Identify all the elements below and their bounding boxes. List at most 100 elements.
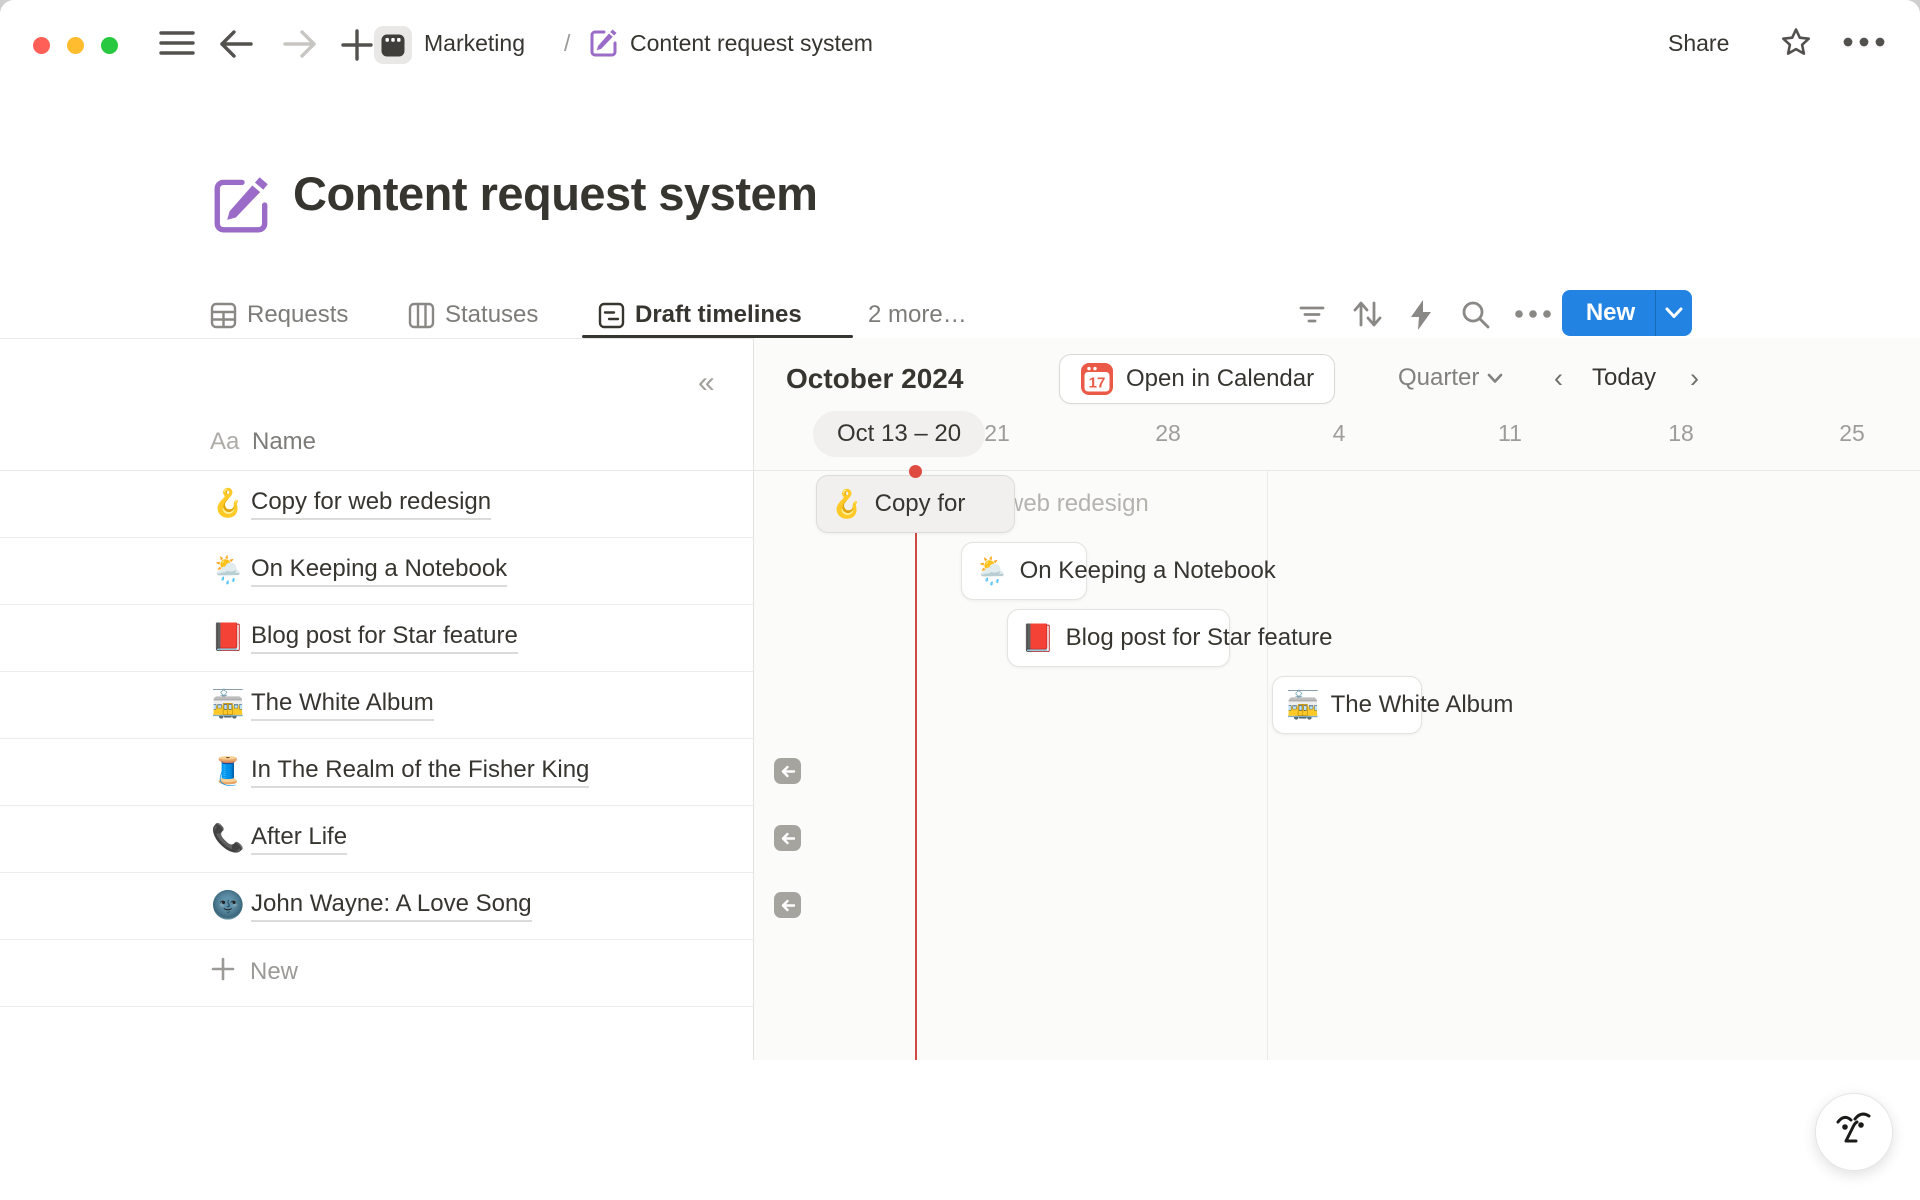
scroll-to-bar-left-icon[interactable] <box>774 758 801 784</box>
timeline-prev-button[interactable]: ‹ <box>1554 363 1563 393</box>
breadcrumb-page[interactable]: Content request system <box>630 30 873 56</box>
list-item[interactable]: 📞 After Life <box>0 805 753 873</box>
item-title[interactable]: In The Realm of the Fisher King <box>251 756 590 788</box>
bar-emoji: 🚋 <box>1286 690 1320 720</box>
item-title[interactable]: After Life <box>251 823 348 855</box>
back-icon[interactable] <box>218 28 254 60</box>
page-title: Content request system <box>293 167 818 220</box>
panel-divider[interactable] <box>753 338 754 1060</box>
item-title[interactable]: John Wayne: A Love Song <box>251 890 532 922</box>
zoom-window-button[interactable] <box>101 37 118 54</box>
new-page-icon[interactable] <box>340 28 374 62</box>
today-line <box>915 477 917 1060</box>
bar-overflow-text: web redesign <box>1006 490 1149 517</box>
item-emoji: 🌦️ <box>211 555 245 585</box>
breadcrumb-separator: / <box>564 30 571 56</box>
new-button[interactable]: New <box>1562 290 1692 336</box>
timeline-bar[interactable]: 🪝 Copy for <box>816 475 1015 533</box>
notion-ai-button[interactable] <box>1815 1093 1893 1171</box>
zoom-level-label: Quarter <box>1398 364 1480 391</box>
automation-lightning-icon[interactable] <box>1408 299 1434 331</box>
list-item[interactable]: 📕 Blog post for Star feature <box>0 604 753 672</box>
collapse-panel-icon[interactable]: « <box>698 366 715 399</box>
item-emoji: 📞 <box>211 823 245 853</box>
page-icon-compose[interactable] <box>209 170 275 236</box>
item-emoji: 🚋 <box>211 689 245 719</box>
plus-icon <box>211 957 235 981</box>
timeline-month-label: October 2024 <box>786 363 964 394</box>
name-column-label: Name <box>252 428 317 455</box>
item-emoji: 📕 <box>211 622 245 652</box>
new-button-label: New <box>1585 299 1636 326</box>
add-new-row[interactable]: New <box>0 939 753 1007</box>
minimize-window-button[interactable] <box>67 37 84 54</box>
breadcrumb-workspace[interactable]: Marketing <box>424 30 525 56</box>
forward-icon[interactable] <box>282 28 318 60</box>
timeline-today-button[interactable]: Today <box>1592 364 1657 391</box>
timeline-panel: October 2024 17 Open in Calendar Quarter… <box>754 338 1920 1060</box>
bar-emoji: 📕 <box>1021 623 1055 653</box>
bar-emoji: 🪝 <box>830 489 864 519</box>
visible-range-pill[interactable]: Oct 13 – 20 <box>813 411 986 457</box>
more-options-icon[interactable] <box>1842 36 1886 48</box>
list-item[interactable]: 🌦️ On Keeping a Notebook <box>0 537 753 605</box>
item-title[interactable]: On Keeping a Notebook <box>251 555 508 587</box>
view-options-icon[interactable] <box>1514 309 1552 319</box>
item-emoji: 🧵 <box>211 756 245 786</box>
share-button[interactable]: Share <box>1668 30 1730 56</box>
page-compose-icon <box>588 26 620 58</box>
list-item[interactable]: 🧵 In The Realm of the Fisher King <box>0 738 753 806</box>
scroll-to-bar-left-icon[interactable] <box>774 892 801 918</box>
list-item[interactable]: 🚋 The White Album <box>0 671 753 739</box>
close-window-button[interactable] <box>33 37 50 54</box>
filter-icon[interactable] <box>1297 299 1327 329</box>
tab-label: Requests <box>247 301 349 328</box>
bar-label: On Keeping a Notebook <box>1019 557 1276 584</box>
date-tick: 4 <box>1332 420 1346 446</box>
favorite-star-icon[interactable] <box>1780 26 1812 58</box>
date-tick: 25 <box>1839 420 1865 446</box>
add-new-label: New <box>250 958 299 985</box>
timeline-bar[interactable]: 🚋 The White Album <box>1272 676 1513 734</box>
scroll-to-bar-left-icon[interactable] <box>774 825 801 851</box>
timeline-bar[interactable]: 📕 Blog post for Star feature <box>1007 609 1332 667</box>
search-icon[interactable] <box>1460 299 1491 330</box>
view-tabbar: Requests Statuses Draft timelines 2 more… <box>0 290 1920 339</box>
list-item[interactable]: 🌚 John Wayne: A Love Song <box>0 872 753 940</box>
date-tick: 28 <box>1155 420 1181 446</box>
item-title[interactable]: The White Album <box>251 689 434 721</box>
calendar-17-icon: 17 <box>1081 363 1113 395</box>
item-emoji: 🌚 <box>211 890 245 920</box>
list-item[interactable]: 🪝 Copy for web redesign <box>0 470 753 538</box>
timeline-header: October 2024 17 Open in Calendar Quarter… <box>754 338 1920 416</box>
month-gridline <box>1267 470 1268 1060</box>
item-title[interactable]: Blog post for Star feature <box>251 622 518 654</box>
bar-label: Blog post for Star feature <box>1065 624 1333 651</box>
tab-label: Draft timelines <box>635 301 802 328</box>
item-title[interactable]: Copy for web redesign <box>251 488 492 520</box>
window-titlebar: Marketing / Content request system Share <box>0 0 1920 72</box>
item-emoji: 🪝 <box>211 488 245 518</box>
today-dot <box>909 465 922 478</box>
tab-requests[interactable]: Requests <box>210 298 348 332</box>
tab-more[interactable]: 2 more… <box>868 298 967 332</box>
timeline-zoom-select[interactable]: Quarter <box>1398 364 1503 392</box>
timeline-bar[interactable]: 🌦️ On Keeping a Notebook <box>961 542 1276 600</box>
tab-statuses[interactable]: Statuses <box>408 298 538 332</box>
timeline-top-border <box>754 470 1920 471</box>
tab-label: Statuses <box>445 301 539 328</box>
bar-emoji: 🌦️ <box>975 556 1009 586</box>
tab-more-label: 2 more… <box>868 301 967 328</box>
bar-label: The White Album <box>1330 691 1514 718</box>
new-button-chevron-icon[interactable] <box>1656 307 1692 319</box>
date-tick: 11 <box>1498 420 1522 446</box>
open-in-calendar-label: Open in Calendar <box>1126 365 1315 392</box>
tab-draft-timelines[interactable]: Draft timelines <box>598 298 802 332</box>
workspace-icon[interactable] <box>374 26 412 64</box>
open-in-calendar-button[interactable]: 17 Open in Calendar <box>1059 354 1336 404</box>
name-column-header[interactable]: Aa Name <box>0 410 753 471</box>
timeline-next-button[interactable]: › <box>1690 363 1699 393</box>
sort-icon[interactable] <box>1350 299 1384 329</box>
sidebar-menu-icon[interactable] <box>158 28 196 58</box>
